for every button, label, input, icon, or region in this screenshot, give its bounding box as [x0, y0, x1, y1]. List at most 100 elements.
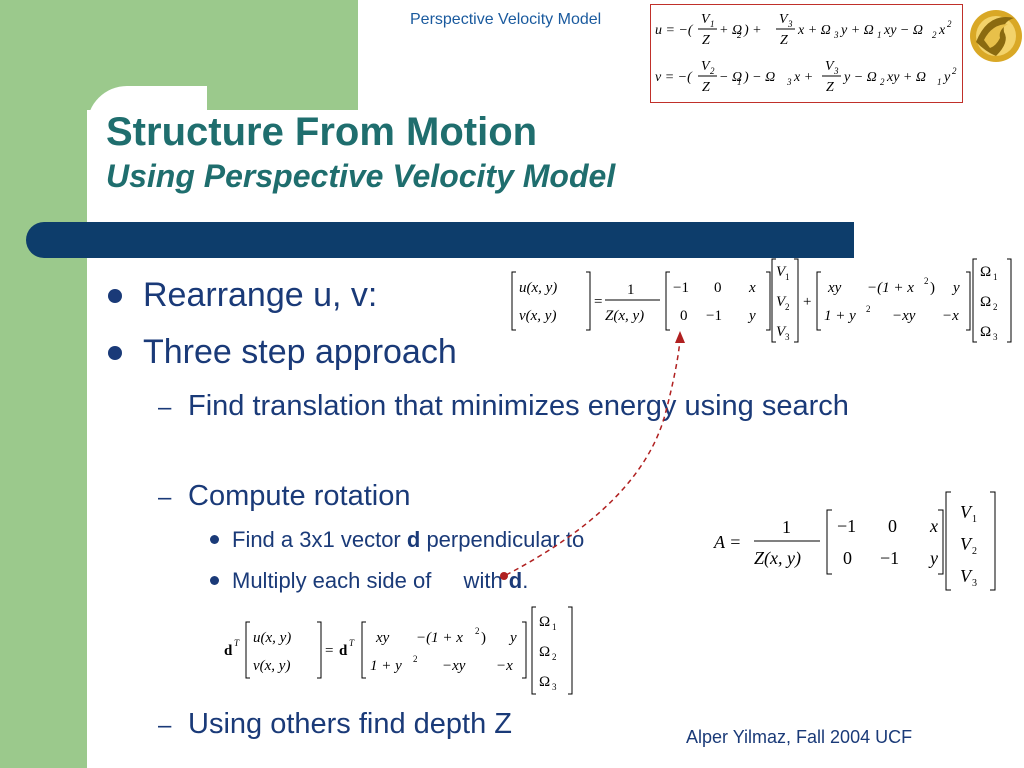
lhs-u: u(x, y) [519, 280, 557, 296]
slide-subtitle: Using Perspective Velocity Model [106, 158, 616, 194]
slide-title: Structure From Motion [106, 110, 538, 154]
eq-v-sq: 2 [952, 66, 957, 76]
bullet-dot [108, 346, 122, 360]
a-frac-den: Z(x, y) [754, 548, 801, 569]
eq-u-om1-sub: 1 [877, 30, 882, 40]
dt-lhs-u: u(x, y) [253, 630, 291, 646]
eq-v-y: y [942, 70, 951, 85]
eq-u-close: ) + [743, 23, 762, 38]
omega-entry: Ω [980, 264, 991, 280]
m1-cell: y [747, 308, 756, 324]
dt-omega-sub: 2 [552, 652, 557, 662]
omega-sub: 3 [993, 332, 998, 342]
plus-sign: + [803, 294, 811, 310]
vector-d: d [406, 527, 421, 552]
m1-cell: −1 [706, 308, 722, 324]
bullet-dot [108, 289, 122, 303]
eq-u-z2: Z [780, 33, 788, 48]
m2-cell: −(1 + x [867, 280, 914, 296]
bullet-dot [210, 576, 219, 585]
sub-compute-rotation: Compute rotation [188, 480, 411, 512]
eq-v-om1: − Ω [719, 70, 742, 85]
a-v-sub: 2 [972, 546, 977, 557]
m2-square: 2 [866, 304, 871, 314]
dt-lhs-v: v(x, y) [253, 658, 290, 674]
bullet-rearrange: Rearrange u, v: [143, 276, 378, 314]
footer-credit: Alper Yilmaz, Fall 2004 UCF [686, 727, 913, 747]
a-v-entry: V [960, 566, 973, 586]
frac-den: Z(x, y) [605, 308, 644, 324]
sub-multiply-with: with [457, 568, 509, 593]
dt-omega: Ω [539, 644, 550, 660]
ucf-pegasus-logo-icon [970, 10, 1022, 62]
a-cell: −1 [880, 548, 899, 568]
bullet-dot [210, 535, 219, 544]
dt-equation: d T u(x, y) v(x, y) = d T xy −(1 + x 2 )… [224, 606, 573, 695]
sub-find-vector-post: perpendicular to [420, 527, 585, 552]
vector-d: d [508, 568, 523, 593]
m1-cell: 0 [680, 308, 688, 324]
m2-cell: 1 + y [824, 308, 856, 324]
dt-omega-sub: 3 [552, 682, 557, 692]
dt-cell: xy [375, 630, 390, 646]
dash-marker: – [158, 394, 172, 421]
eq-v-v2: V [701, 59, 711, 74]
eq-v-om1b-sub: 1 [937, 77, 942, 87]
dt-square: 2 [475, 626, 480, 636]
dt-square: 2 [413, 654, 418, 664]
eq-v-z2: Z [826, 80, 834, 95]
dt-cell: ) [481, 630, 486, 646]
a-v-entry: V [960, 502, 973, 522]
eq-v-om1-sub: 1 [737, 77, 742, 87]
title-underline-bar [26, 222, 854, 258]
equals-sign: = [594, 294, 602, 310]
m2-cell: xy [827, 280, 842, 296]
dt-cell: y [508, 630, 517, 646]
eq-v-v3: V [825, 59, 835, 74]
green-side-band [0, 0, 87, 768]
reference-arrow [500, 331, 685, 580]
omega-sub: 1 [993, 272, 998, 282]
dt-omega: Ω [539, 614, 550, 630]
dt-left-d: d [224, 643, 233, 659]
a-v-entry: V [960, 534, 973, 554]
eq-v-om2-sub: 2 [880, 77, 885, 87]
a-cell: y [928, 548, 938, 568]
sub-find-translation: Find translation that minimizes energy u… [188, 390, 849, 422]
content-corner [87, 86, 207, 206]
dt-cell: 1 + y [370, 658, 402, 674]
eq-u-v1-sub: 1 [710, 19, 715, 29]
sub-find-vector-pre: Find a 3x1 vector [232, 527, 407, 552]
eq-u-om3-sub: 3 [833, 30, 839, 40]
sub-multiply-period: . [522, 568, 529, 593]
m1-cell: 0 [714, 280, 722, 296]
header-equation-box: u = −( V 1 Z + Ω 2 ) + V 3 Z x + Ω 3 y +… [650, 4, 963, 103]
omega-entry: Ω [980, 324, 991, 340]
m1-cell: −1 [673, 280, 689, 296]
m1-cell: x [748, 280, 756, 296]
eq-u-term5: xy − Ω [883, 23, 923, 38]
bullet-three-step: Three step approach [143, 333, 457, 371]
dt-right-t: T [349, 638, 355, 648]
m2-cell: −xy [892, 308, 916, 324]
a-cell: 0 [843, 548, 852, 568]
a-cell: −1 [837, 516, 856, 536]
v-sub: 1 [785, 272, 790, 282]
dt-omega-sub: 1 [552, 622, 557, 632]
a-cell: 0 [888, 516, 897, 536]
eq-u-om2: + Ω [719, 23, 742, 38]
eq-v-lhs: v = −( [655, 70, 693, 85]
lhs-v: v(x, y) [519, 308, 556, 324]
header-title: Perspective Velocity Model [410, 11, 602, 28]
eq-v-v2-sub: 2 [710, 66, 715, 76]
a-v-sub: 3 [972, 578, 977, 589]
eq-v-om3-sub: 3 [786, 77, 792, 87]
eq-v-term5: xy + Ω [886, 70, 926, 85]
eq-v-z1: Z [702, 80, 710, 95]
eq-u-om2-sub: 2 [737, 30, 742, 40]
a-cell: x [929, 516, 938, 536]
a-v-sub: 1 [972, 514, 977, 525]
eq-u-z1: Z [702, 33, 710, 48]
eq-u-om2b-sub: 2 [932, 30, 937, 40]
dt-equals: = [325, 643, 333, 659]
